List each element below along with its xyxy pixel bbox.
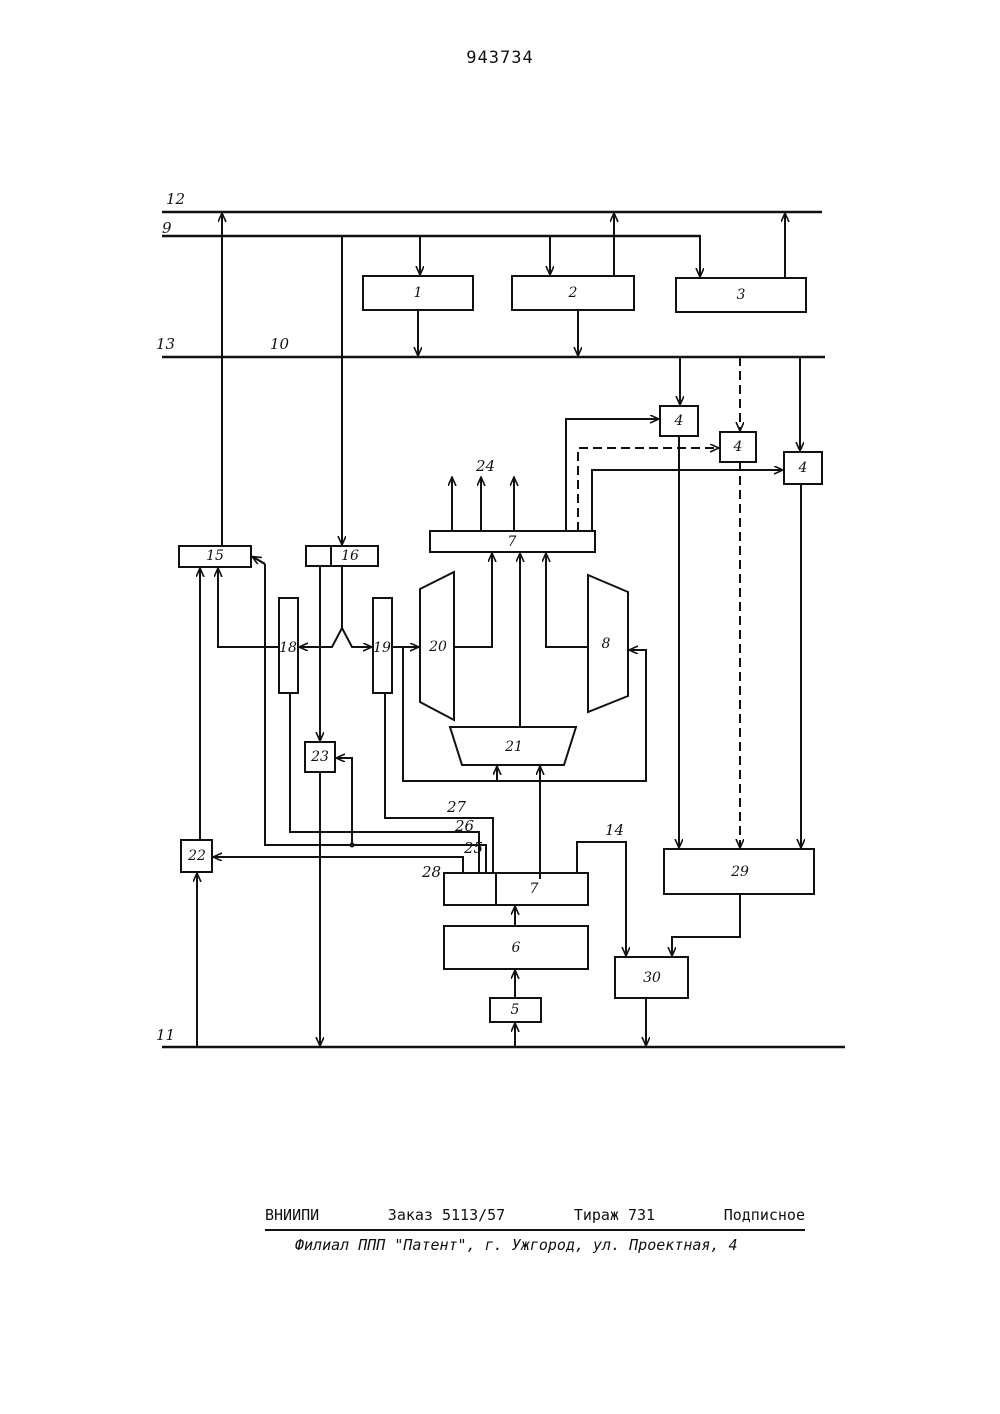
- block-2-label: 2: [568, 285, 578, 301]
- wire-25-label: 25: [463, 839, 483, 857]
- bus-10-label: 10: [270, 335, 290, 353]
- block-16-label: 16: [341, 548, 359, 564]
- imprint-address: Филиал ППП "Патент", г. Ужгород, ул. Про…: [295, 1236, 835, 1254]
- imprint-line: ВНИИПИ Заказ 5113/57 Тираж 731 Подписное: [265, 1206, 805, 1224]
- wire-28-label: 28: [421, 863, 441, 881]
- bus-13-label: 13: [156, 335, 175, 353]
- block-4b-label: 4: [733, 439, 743, 455]
- block-23-label: 23: [310, 749, 329, 765]
- wire-27-label: 27: [446, 798, 467, 816]
- block-7-bottom-label: 7: [530, 881, 539, 897]
- imprint-divider: [265, 1229, 805, 1231]
- block-4c-label: 4: [798, 460, 808, 476]
- block-29-label: 29: [730, 864, 749, 880]
- block-15-label: 15: [206, 548, 224, 564]
- block-3-label: 3: [737, 287, 746, 303]
- block-21-label: 21: [504, 739, 523, 755]
- block-7-bottom: [496, 873, 588, 905]
- block-4a-label: 4: [674, 413, 684, 429]
- block-1-label: 1: [414, 285, 423, 301]
- block-5-label: 5: [511, 1002, 520, 1018]
- bus-12-label: 12: [166, 190, 185, 208]
- bus-9-label: 9: [162, 219, 172, 237]
- block-7-top-label: 7: [508, 534, 517, 550]
- imprint-org: ВНИИПИ: [265, 1206, 319, 1224]
- block-8-label: 8: [602, 636, 611, 652]
- imprint-subscription: Подписное: [724, 1206, 805, 1224]
- block-20-label: 20: [428, 639, 447, 655]
- block-19-label: 19: [373, 640, 391, 656]
- block-6-label: 6: [512, 940, 521, 956]
- block-22-label: 22: [187, 848, 206, 864]
- imprint-print-run: Тираж 731: [574, 1206, 655, 1224]
- block-28: [444, 873, 496, 905]
- imprint-order: Заказ 5113/57: [388, 1206, 505, 1224]
- wire-26-label: 26: [454, 817, 475, 835]
- block-18-label: 18: [279, 640, 297, 656]
- block-30-label: 30: [643, 970, 661, 986]
- output-24-label: 24: [475, 457, 495, 475]
- line-14-label: 14: [605, 821, 624, 839]
- bus-11-label: 11: [156, 1026, 175, 1044]
